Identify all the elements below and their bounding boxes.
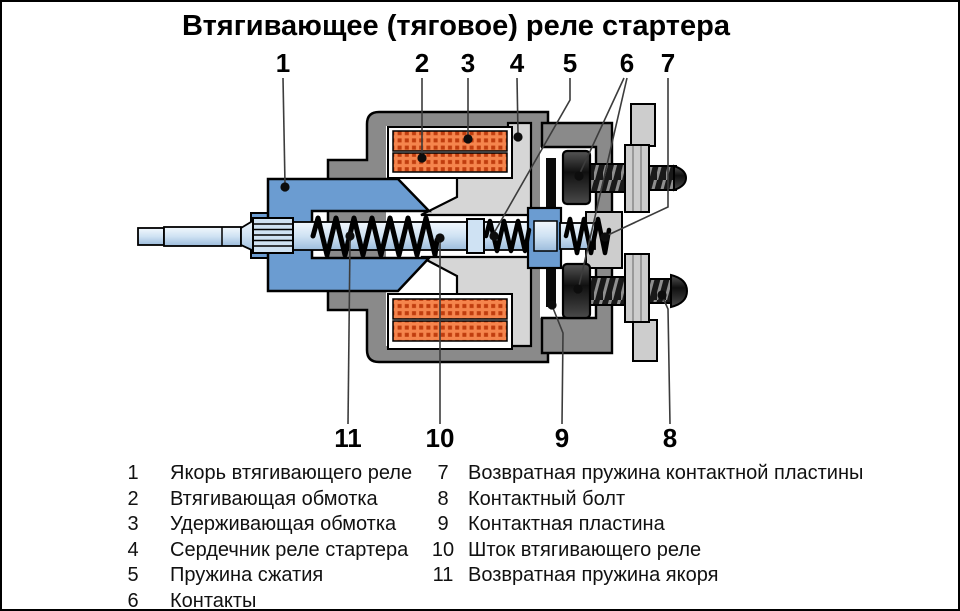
legend-item-8: 8 Контактный болт — [429, 487, 863, 513]
legend-item-5: 5 Пружина сжатия — [122, 563, 412, 589]
legend-num: 5 — [127, 564, 139, 587]
legend-item-3: 3 Удерживающая обмотка — [122, 512, 412, 538]
callout-5: 5 — [563, 48, 577, 78]
legend-item-9: 9 Контактная пластина — [429, 512, 863, 538]
compression-spring — [483, 218, 532, 254]
legend-num: 3 — [127, 513, 139, 536]
legend-num: 2 — [127, 487, 139, 510]
callout-4: 4 — [510, 48, 525, 78]
legend-label: Возвратная пружина якоря — [468, 564, 719, 587]
legend-item-1: 1 Якорь втягивающего реле — [122, 461, 412, 487]
legend-column-left: 1 Якорь втягивающего реле 2 Втягивающая … — [122, 461, 412, 611]
legend-num: 7 — [437, 462, 449, 485]
callout-8: 8 — [663, 423, 677, 453]
legend-label: Возвратная пружина контактной пластины — [468, 462, 864, 485]
callout-11: 11 — [334, 423, 362, 453]
legend-num: 9 — [437, 513, 449, 536]
legend-num: 1 — [127, 462, 139, 485]
legend-item-10: 10 Шток втягивающего реле — [429, 538, 863, 564]
spring-seat — [466, 218, 485, 254]
legend-label: Контакты — [170, 589, 257, 611]
leader-dots — [280, 132, 667, 310]
legend-item-7: 7 Возвратная пружина контактной пластины — [429, 461, 863, 487]
contact-plate-return-spring — [563, 216, 612, 256]
legend-item-6: 6 Контакты — [122, 589, 412, 611]
legend-label: Контактная пластина — [468, 513, 665, 536]
legend-label: Удерживающая обмотка — [170, 513, 397, 536]
contact-bolt-bottom — [561, 253, 689, 362]
callout-numbers: 1 2 3 4 5 6 7 11 10 9 8 — [276, 48, 677, 453]
callout-6: 6 — [620, 48, 634, 78]
callout-2: 2 — [415, 48, 429, 78]
legend-label: Пружина сжатия — [170, 564, 324, 587]
callout-3: 3 — [461, 48, 475, 78]
legend-num: 4 — [127, 538, 139, 561]
knurled-collar — [252, 217, 294, 254]
contact-bolt-top — [561, 103, 688, 213]
callout-9: 9 — [555, 423, 569, 453]
legend-label: Втягивающая обмотка — [170, 487, 378, 510]
page-title: Втягивающее (тяговое) реле стартера — [182, 10, 730, 42]
callout-7: 7 — [661, 48, 675, 78]
holding-winding — [392, 130, 508, 152]
legend-item-4: 4 Сердечник реле стартера — [122, 538, 412, 564]
legend-label: Сердечник реле стартера — [170, 538, 409, 561]
rod-through-carrier — [533, 220, 558, 252]
legend-label: Шток втягивающего реле — [468, 538, 702, 561]
legend-column-right: 7 Возвратная пружина контактной пластины… — [429, 461, 864, 589]
contact-plate — [546, 158, 556, 307]
legend-item-2: 2 Втягивающая обмотка — [122, 487, 412, 513]
leader-lines — [282, 77, 671, 425]
legend-num: 10 — [431, 538, 455, 561]
legend-num: 6 — [127, 589, 139, 611]
callout-10: 10 — [426, 423, 455, 453]
legend-label: Якорь втягивающего реле — [170, 462, 413, 485]
legend-label: Контактный болт — [468, 487, 626, 510]
pull-in-winding — [392, 152, 508, 173]
legend-item-11: 11 Возвратная пружина якоря — [429, 563, 863, 589]
armature-return-spring — [310, 215, 440, 258]
callout-1: 1 — [276, 48, 290, 78]
legend-num: 8 — [437, 487, 449, 510]
legend-num: 11 — [432, 564, 454, 587]
